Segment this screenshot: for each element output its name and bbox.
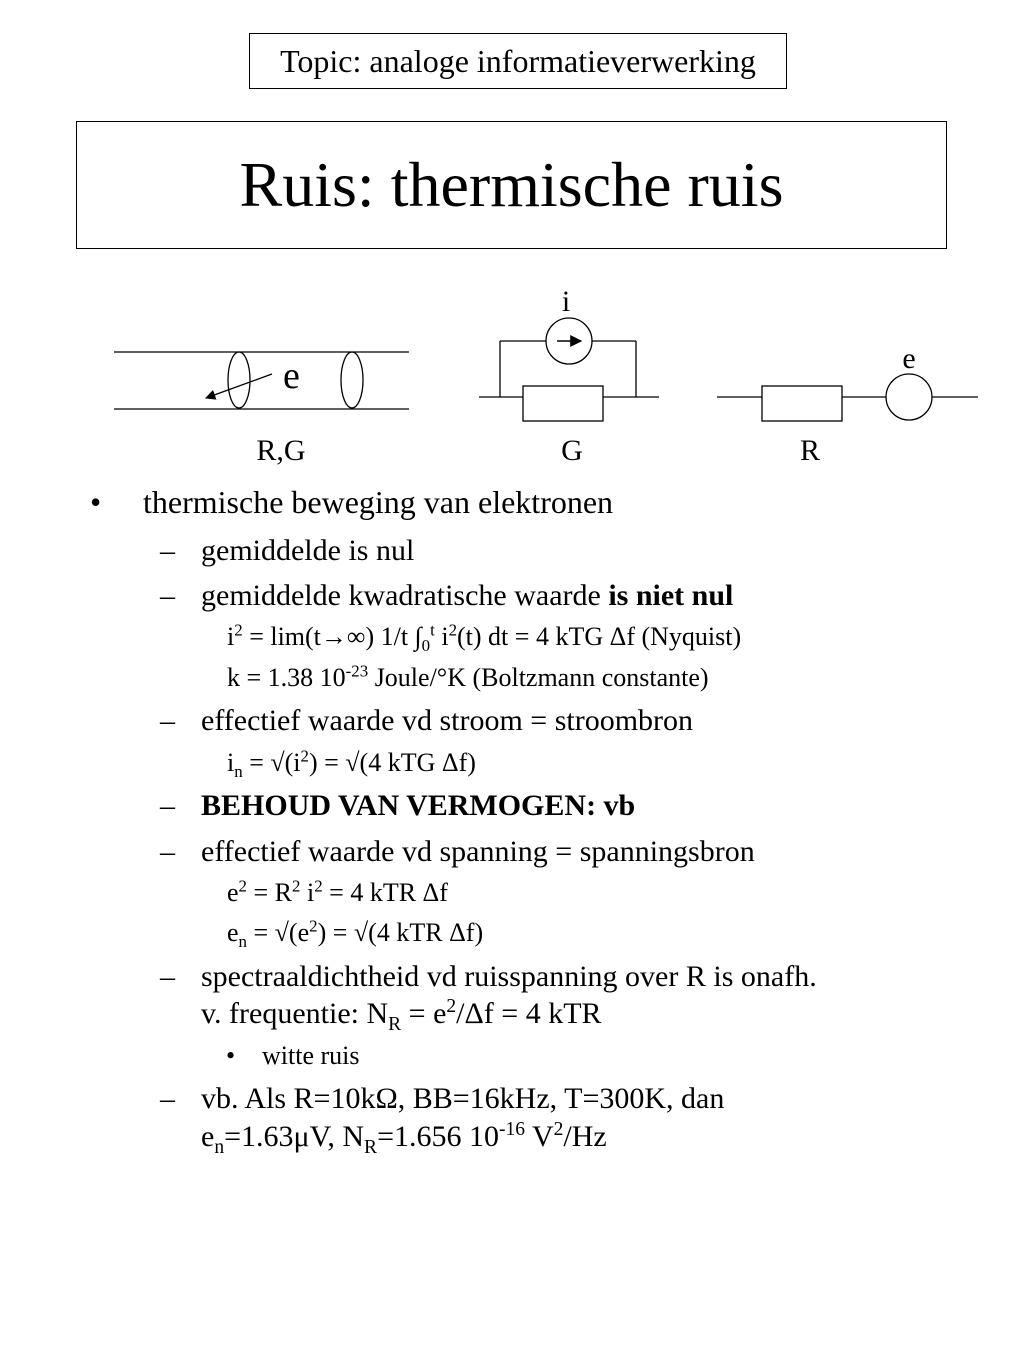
dash-marker: – [160,789,175,822]
voltage-source-circle [885,373,933,421]
cable-diagram: e R,G [114,351,409,467]
line-behoud: BEHOUD VAN VERMOGEN: vb [201,789,636,822]
cable-e-label: e [283,355,300,397]
equation-in: in = √(i2) = √(4 kTG Δf) [227,746,476,782]
R-caption: R [800,434,820,467]
page-title: Ruis: thermische ruis [239,149,784,220]
electron-arrow [205,373,273,400]
line-witte-ruis: witte ruis [262,1041,360,1070]
G-caption: G [561,434,583,467]
current-source-label: i [562,285,570,318]
topic-box: Topic: analoge informatieverwerking [249,33,787,89]
dash-marker: – [160,534,175,567]
voltage-source-label: e [902,342,915,375]
equation-i2: i2 = lim(t→∞) 1/t ∫0t i2(t) dt = 4 kTG Δ… [227,620,742,656]
line-vb-2: en=1.63μV, NR=1.656 10-16 V2/Hz [201,1119,607,1158]
line-gemiddelde-nul: gemiddelde is nul [201,534,415,567]
dash-marker: – [160,1082,175,1115]
resistance-circuit: e R [717,342,978,467]
cable-right-ellipse [340,351,364,409]
title-box: Ruis: thermische ruis [76,121,947,249]
line-vb-1: vb. Als R=10kΩ, BB=16kHz, T=300K, dan [201,1082,725,1115]
dash-marker: – [160,579,175,612]
sub-bullet-marker: • [226,1041,236,1070]
bullet-marker: • [90,484,102,520]
conductance-resistor [522,385,604,422]
circuit-diagrams: e R,G i G e R [114,285,978,467]
conductance-circuit: i G [479,285,659,467]
equation-e2: e2 = R2 i2 = 4 kTR Δf [227,876,448,907]
dash-marker: – [160,704,175,737]
dash-marker: – [160,835,175,868]
resistor [761,385,843,422]
equation-en: en = √(e2) = √(4 kTR Δf) [227,916,484,952]
line-effectief-stroom: effectief waarde vd stroom = stroombron [201,704,694,737]
cable-caption: R,G [256,434,305,467]
line-effectief-spanning: effectief waarde vd spanning = spannings… [201,835,755,868]
line-kwadratisch: gemiddelde kwadratische waarde is niet n… [201,579,734,612]
cable-left-ellipse [227,351,251,409]
topic-label: Topic: analoge informatieverwerking [280,42,756,79]
equation-k: k = 1.38 10-23 Joule/°K (Boltzmann const… [227,661,709,692]
dash-marker: – [160,960,175,993]
bullet-main: thermische beweging van elektronen [143,484,614,520]
line-spectraal-2: v. frequentie: NR = e2/Δf = 4 kTR [201,996,602,1035]
line-spectraal-1: spectraaldichtheid vd ruisspanning over … [201,960,817,993]
